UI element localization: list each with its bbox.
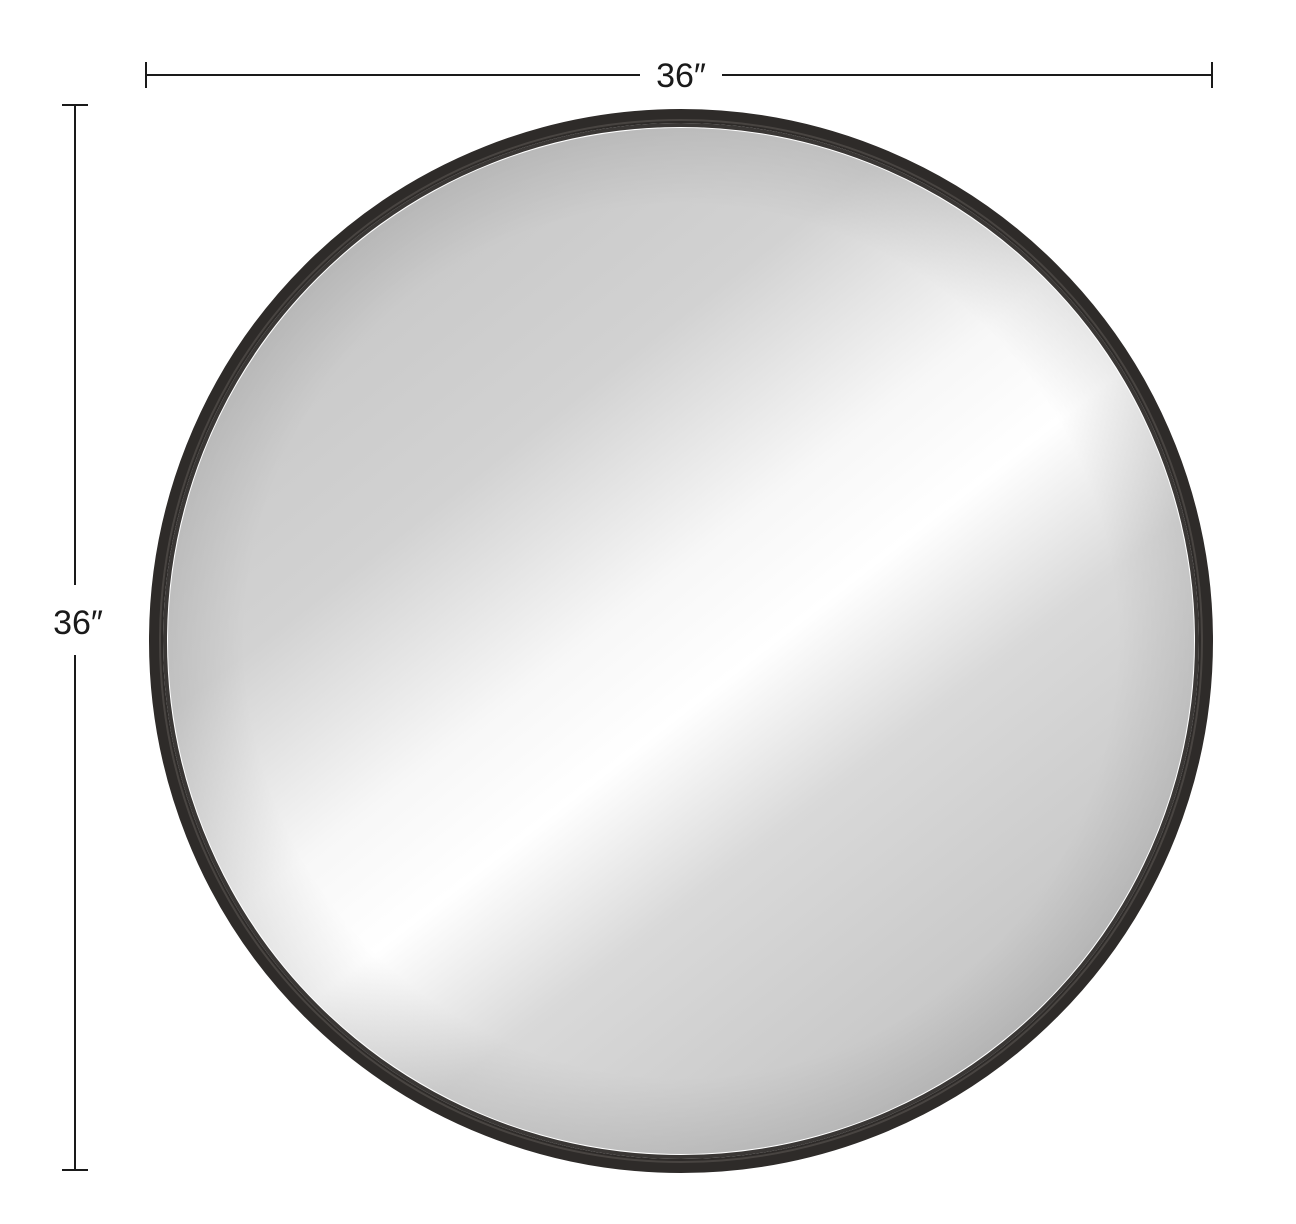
mirror-frame — [149, 109, 1213, 1173]
height-dimension-label: 36″ — [53, 604, 103, 642]
height-dimension: 36″ — [53, 104, 103, 1171]
mirror-frame-inner-edge — [163, 123, 1199, 1159]
mirror-glass-edge-shade — [168, 128, 1194, 1154]
width-dimension: 36″ — [145, 57, 1213, 95]
round-mirror — [149, 109, 1213, 1173]
mirror-frame-highlight — [159, 119, 1203, 1163]
width-dimension-label: 36″ — [656, 57, 706, 95]
